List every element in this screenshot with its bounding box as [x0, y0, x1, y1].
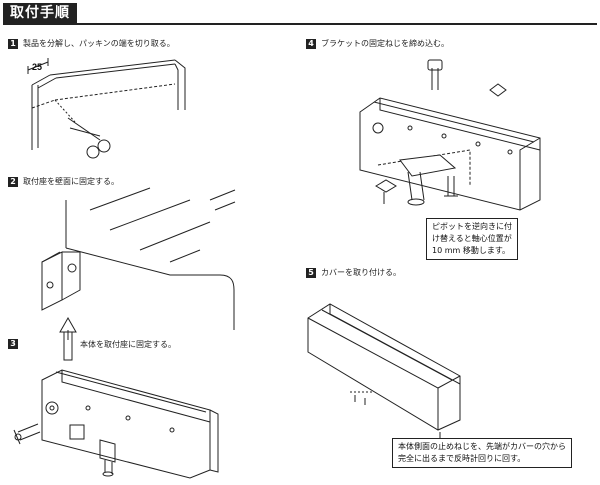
pivot-note-line: 10 mm 移動します。	[432, 246, 511, 255]
body-mount-illustration	[13, 369, 219, 479]
cover-note: 本体側面の止めねじを、先端がカバーの穴から 完全に出るまで反時計回りに回す。	[392, 438, 572, 468]
title-underline	[3, 23, 597, 25]
dimension-label: 25	[32, 62, 42, 72]
step-3-text: 本体を取付座に固定する。	[80, 339, 176, 350]
cover-install-illustration	[307, 303, 461, 444]
step-number: 1	[8, 38, 18, 49]
pivot-note: ピボットを逆向きに付 け替えると軸心位置が 10 mm 移動します。	[426, 218, 518, 260]
cover-note-line: 完全に出るまで反時計回りに回す。	[398, 454, 526, 463]
step-number: 5	[306, 267, 316, 278]
step-text: カバーを取り付ける。	[321, 268, 401, 277]
step-text: ブラケットの固定ねじを締め込む。	[321, 39, 449, 48]
step-number: 3	[8, 339, 18, 349]
cover-note-line: 本体側面の止めねじを、先端がカバーの穴から	[398, 442, 566, 451]
step-4: 4 ブラケットの固定ねじを締め込む。	[306, 38, 449, 49]
step-text: 取付座を壁面に固定する。	[23, 177, 119, 186]
step-text: 本体を取付座に固定する。	[80, 340, 176, 349]
step-text: 製品を分解し、パッキンの端を切り取る。	[23, 39, 175, 48]
step-2: 2 取付座を壁面に固定する。	[8, 176, 119, 187]
packing-cut-illustration	[27, 58, 186, 159]
pivot-note-line: ピボットを逆向きに付	[432, 222, 512, 231]
pivot-note-line: け替えると軸心位置が	[432, 234, 512, 243]
step-number: 2	[8, 176, 18, 187]
step-5: 5 カバーを取り付ける。	[306, 267, 401, 278]
step-3: 3	[8, 339, 23, 349]
step-number: 4	[306, 38, 316, 49]
step-1: 1 製品を分解し、パッキンの端を切り取る。	[8, 38, 175, 49]
bracket-tighten-illustration	[359, 59, 541, 211]
page-title: 取付手順	[3, 3, 77, 23]
wall-mount-illustration	[41, 187, 236, 361]
